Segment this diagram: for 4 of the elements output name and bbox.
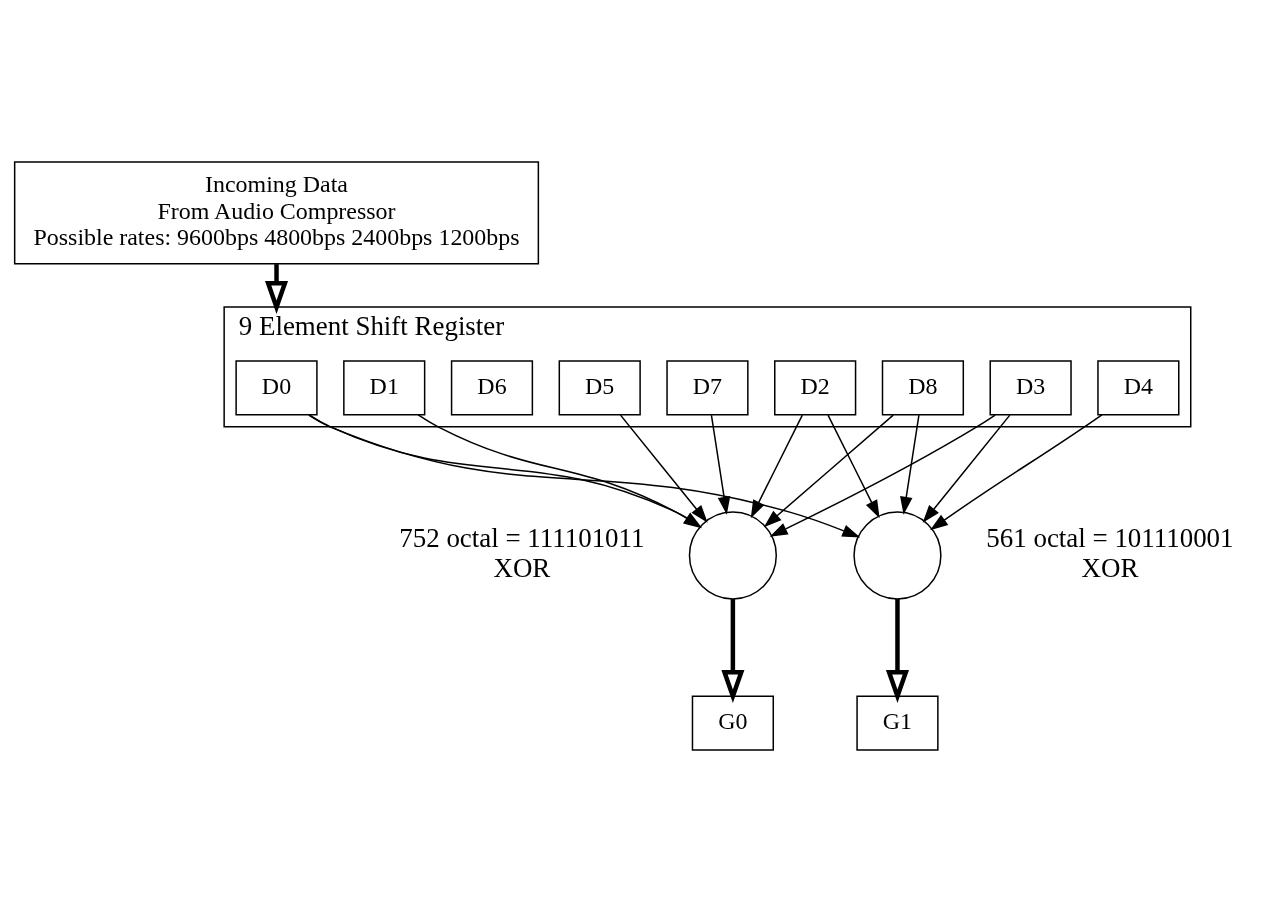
node-label: 561 octal = 101110001 <box>986 522 1234 553</box>
node-label: XOR <box>493 552 551 583</box>
node-label: 752 octal = 111101011 <box>399 522 645 553</box>
node-label: XOR <box>1081 552 1139 583</box>
